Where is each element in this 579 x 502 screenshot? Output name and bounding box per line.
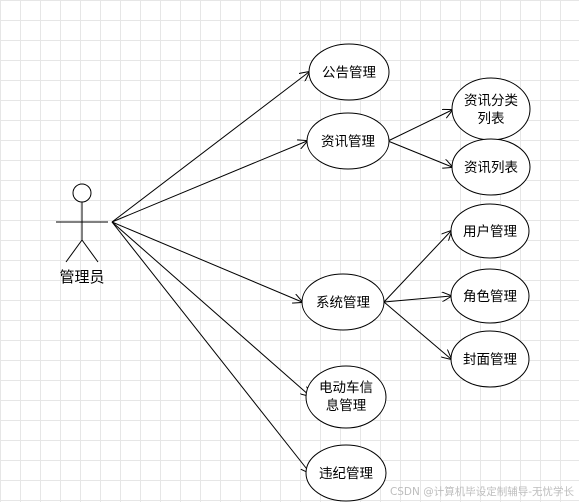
actor-head bbox=[72, 183, 92, 203]
actor-right-leg bbox=[81, 239, 99, 263]
actor-label: 管理员 bbox=[59, 268, 104, 286]
use-case-label: 角色管理 bbox=[463, 288, 517, 305]
use-case-user: 用户管理 bbox=[450, 203, 530, 259]
use-case-news: 资讯管理 bbox=[306, 112, 390, 170]
use-case-label: 资讯管理 bbox=[321, 134, 375, 150]
assoc-ebike bbox=[111, 221, 310, 396]
assoc-announcement bbox=[111, 72, 309, 223]
use-case-ebike: 电动车信 息管理 bbox=[305, 365, 387, 429]
use-case-news-category: 资讯分类 列表 bbox=[451, 77, 531, 141]
use-case-label-line1: 电动车信 bbox=[319, 379, 373, 396]
sub-associations bbox=[383, 110, 452, 359]
use-case-label: 违纪管理 bbox=[319, 466, 373, 482]
use-case-violation: 违纪管理 bbox=[305, 444, 387, 502]
assoc-system bbox=[111, 221, 302, 302]
use-case-label-line2: 列表 bbox=[478, 111, 505, 127]
use-case-label: 封面管理 bbox=[463, 352, 517, 368]
assoc-news bbox=[111, 141, 307, 223]
assoc-user bbox=[383, 231, 451, 303]
use-case-system: 系统管理 bbox=[301, 273, 385, 331]
use-case-label: 系统管理 bbox=[316, 295, 370, 311]
assoc-news-list bbox=[387, 140, 452, 167]
use-case-role: 角色管理 bbox=[450, 268, 530, 324]
use-case-label: 公告管理 bbox=[322, 65, 376, 81]
assoc-cover bbox=[383, 301, 451, 359]
use-case-label-line2: 息管理 bbox=[326, 397, 367, 414]
actor-left-leg bbox=[65, 239, 83, 263]
use-case-announcement: 公告管理 bbox=[308, 43, 390, 101]
use-case-label-line1: 资讯分类 bbox=[464, 93, 518, 109]
assoc-violation bbox=[111, 221, 310, 473]
use-case-news-list: 资讯列表 bbox=[451, 138, 531, 196]
assoc-news-category bbox=[387, 110, 452, 142]
use-case-cover: 封面管理 bbox=[450, 330, 530, 388]
use-case-label: 资讯列表 bbox=[464, 160, 518, 176]
actor-associations bbox=[111, 72, 310, 473]
watermark: CSDN @计算机毕设定制辅导-无忧学长 bbox=[390, 485, 575, 498]
assoc-role bbox=[383, 296, 451, 303]
use-case-label: 用户管理 bbox=[463, 223, 517, 240]
actor-admin: 管理员 bbox=[56, 183, 108, 286]
